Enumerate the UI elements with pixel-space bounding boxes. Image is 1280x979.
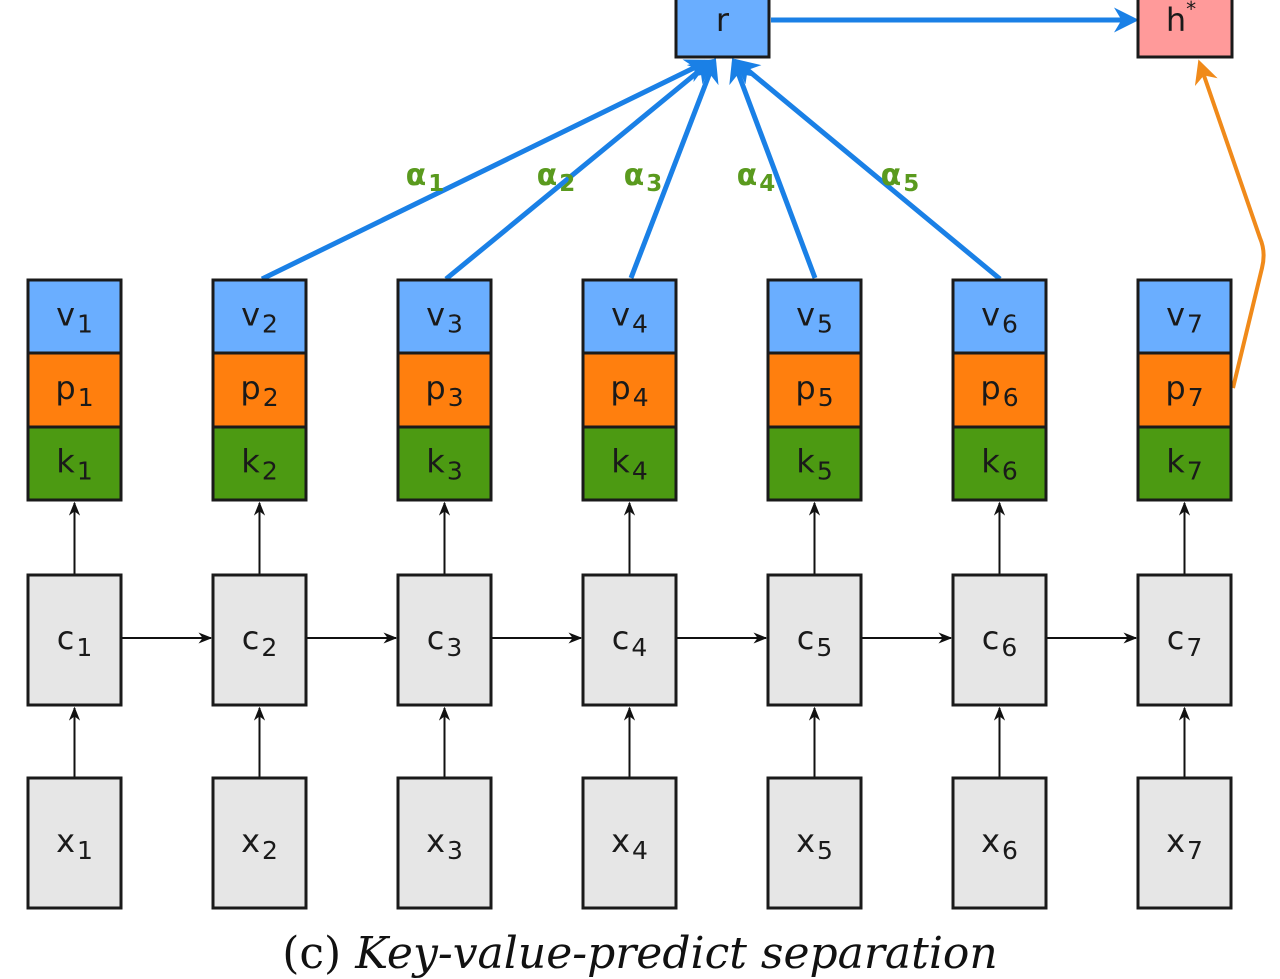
input-box bbox=[211, 776, 308, 910]
attention-weight-label: α3 bbox=[624, 158, 663, 197]
hidden-state-box bbox=[951, 573, 1048, 707]
input-box bbox=[951, 776, 1048, 910]
labels-layer: r h* v1 p1 k1 c1 x1 v2 p2 k2 c2 x2 α1 v3 p3 k3 c3 x3 α2 v4 p… bbox=[55, 0, 1203, 865]
r-node bbox=[674, 0, 771, 59]
hstar-node bbox=[1136, 0, 1234, 59]
key-box bbox=[581, 425, 678, 502]
hidden-state-label: c6 bbox=[982, 619, 1018, 662]
predict-to-hstar-arrow bbox=[1194, 59, 1266, 389]
input-label: x5 bbox=[796, 822, 833, 865]
input-box bbox=[581, 776, 678, 910]
value-label: v4 bbox=[611, 296, 648, 339]
key-box bbox=[766, 425, 863, 502]
predict-box bbox=[1136, 351, 1233, 429]
predict-label: p4 bbox=[610, 369, 648, 412]
value-label: v1 bbox=[56, 296, 93, 339]
value-label: v5 bbox=[796, 296, 833, 339]
value-label: v3 bbox=[426, 296, 463, 339]
key-box bbox=[211, 425, 308, 502]
predict-label: p6 bbox=[980, 369, 1018, 412]
hidden-state-box bbox=[26, 573, 123, 707]
hidden-state-box bbox=[766, 573, 863, 707]
hidden-state-box bbox=[581, 573, 678, 707]
hidden-state-label: c2 bbox=[242, 619, 278, 662]
attention-weight-label: α4 bbox=[737, 158, 776, 197]
key-label: k4 bbox=[611, 443, 647, 486]
attention-arrow bbox=[729, 57, 818, 279]
attention-arrow bbox=[260, 59, 711, 282]
r-label: r bbox=[716, 1, 730, 39]
hidden-state-label: c5 bbox=[797, 619, 833, 662]
hidden-state-label: c1 bbox=[57, 619, 93, 662]
input-box bbox=[396, 776, 493, 910]
input-label: x4 bbox=[611, 822, 648, 865]
key-box bbox=[1136, 425, 1233, 502]
edges-layer bbox=[68, 7, 1266, 778]
predict-label: p5 bbox=[795, 369, 833, 412]
input-label: x3 bbox=[426, 822, 463, 865]
value-box bbox=[26, 278, 123, 355]
predict-box bbox=[951, 351, 1048, 429]
value-box bbox=[951, 278, 1048, 355]
hidden-state-label: c7 bbox=[1167, 619, 1203, 662]
predict-box bbox=[396, 351, 493, 429]
key-label: k6 bbox=[981, 443, 1017, 486]
key-label: k5 bbox=[796, 443, 832, 486]
caption-label: (c) bbox=[282, 928, 342, 979]
attention-weight-label: α5 bbox=[881, 158, 920, 197]
key-label: k1 bbox=[56, 443, 92, 486]
hstar-label: h* bbox=[1166, 0, 1196, 39]
predict-box bbox=[211, 351, 308, 429]
key-label: k2 bbox=[241, 443, 277, 486]
key-box bbox=[26, 425, 123, 502]
key-label: k3 bbox=[426, 443, 462, 486]
input-label: x1 bbox=[56, 822, 93, 865]
predict-label: p3 bbox=[425, 369, 463, 412]
value-label: v6 bbox=[981, 296, 1018, 339]
key-box bbox=[951, 425, 1048, 502]
attention-weight-label: α2 bbox=[537, 158, 576, 197]
value-label: v7 bbox=[1166, 296, 1203, 339]
attention-arrow bbox=[444, 58, 714, 281]
key-box bbox=[396, 425, 493, 502]
predict-box bbox=[26, 351, 123, 429]
key-label: k7 bbox=[1166, 443, 1202, 486]
attention-arrow bbox=[734, 58, 1002, 281]
attention-arrow bbox=[628, 57, 719, 279]
nodes-layer bbox=[26, 0, 1234, 910]
input-label: x7 bbox=[1166, 822, 1203, 865]
value-label: v2 bbox=[241, 296, 278, 339]
predict-label: p2 bbox=[240, 369, 278, 412]
hidden-state-box bbox=[1136, 573, 1233, 707]
value-box bbox=[211, 278, 308, 355]
predict-box bbox=[766, 351, 863, 429]
predict-label: p1 bbox=[55, 369, 93, 412]
value-box bbox=[396, 278, 493, 355]
hidden-state-box bbox=[396, 573, 493, 707]
input-box bbox=[766, 776, 863, 910]
hidden-state-label: c4 bbox=[612, 619, 648, 662]
input-box bbox=[26, 776, 123, 910]
input-label: x2 bbox=[241, 822, 278, 865]
hidden-state-box bbox=[211, 573, 308, 707]
predict-label: p7 bbox=[1165, 369, 1203, 412]
attention-weight-label: α1 bbox=[406, 158, 445, 197]
input-box bbox=[1136, 776, 1233, 910]
input-label: x6 bbox=[981, 822, 1018, 865]
caption-text: Key-value-predict separation bbox=[355, 928, 998, 979]
figure-caption: (c) Key-value-predict separation bbox=[0, 928, 1280, 979]
value-box bbox=[581, 278, 678, 355]
hidden-state-label: c3 bbox=[427, 619, 463, 662]
